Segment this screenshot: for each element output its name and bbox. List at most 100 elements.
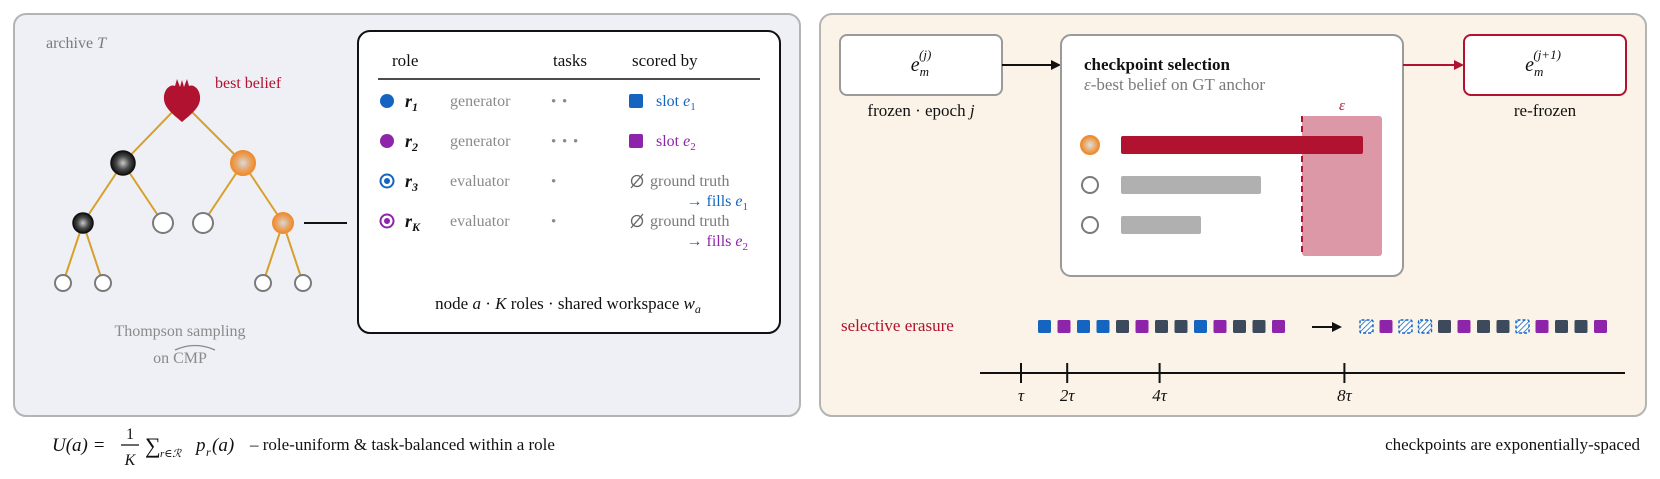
token-purple bbox=[1213, 320, 1227, 333]
svg-text:r: r bbox=[206, 445, 211, 459]
token-slate bbox=[1116, 320, 1129, 333]
slot-square-icon bbox=[629, 94, 643, 108]
token-slate bbox=[1555, 320, 1568, 333]
fills-label: → fills e2 bbox=[687, 233, 749, 253]
tree-node-unexplored bbox=[192, 212, 214, 234]
role-marker-core bbox=[384, 218, 390, 224]
empty-set-icon bbox=[630, 214, 644, 228]
role-type: generator bbox=[450, 133, 511, 150]
token-slate bbox=[1155, 320, 1168, 333]
role-marker-core bbox=[384, 178, 390, 184]
slot-square-icon bbox=[629, 134, 643, 148]
timeline-tick-label: 8τ bbox=[1337, 386, 1353, 405]
empty-set-icon bbox=[630, 174, 644, 188]
tree-node-explored bbox=[110, 150, 136, 176]
empty-set-icon-slash bbox=[630, 173, 644, 189]
checkpoint-marker bbox=[1081, 216, 1099, 234]
token-purple bbox=[1272, 320, 1285, 333]
token-slate bbox=[1252, 320, 1266, 333]
thompson-sampling-target: on CMP bbox=[153, 350, 207, 367]
role-type: evaluator bbox=[450, 213, 510, 230]
tree-leaf bbox=[54, 274, 72, 292]
svg-text:r∈ℛ: r∈ℛ bbox=[160, 448, 182, 460]
formula-caption: – role-uniform & task-balanced within a … bbox=[249, 435, 555, 454]
utility-formula: U(a) = 1 K ∑ r∈ℛ p r (a) – role-uniform … bbox=[52, 426, 555, 469]
archive-symbol: T bbox=[97, 35, 107, 52]
checkpoint-bars bbox=[1080, 135, 1363, 234]
token-blue bbox=[1038, 320, 1051, 333]
tree-leaf bbox=[254, 274, 272, 292]
tree-node-unexplored bbox=[152, 212, 174, 234]
token-purple bbox=[1135, 320, 1149, 333]
epsilon-label: ε bbox=[1339, 98, 1345, 114]
tree-node-sampled bbox=[230, 150, 256, 176]
header-tasks: tasks bbox=[553, 51, 587, 70]
refrozen-caption: re-frozen bbox=[1514, 101, 1577, 120]
svg-text:K: K bbox=[124, 452, 137, 469]
role-symbol: r1 bbox=[405, 91, 418, 114]
token-erased bbox=[1398, 319, 1413, 334]
token-purple bbox=[1594, 320, 1607, 333]
frozen-caption: frozen · epoch j bbox=[867, 101, 974, 120]
token-erased bbox=[1359, 319, 1374, 334]
token-slate bbox=[1233, 320, 1246, 333]
cmp-symbol: CMP bbox=[173, 350, 207, 367]
checkpoint-marker-selected bbox=[1080, 135, 1100, 155]
best-belief-label: best belief bbox=[215, 75, 282, 92]
task-dots: • • • bbox=[551, 134, 579, 150]
timeline-caption: checkpoints are exponentially-spaced bbox=[1385, 435, 1640, 454]
selective-erasure-label: selective erasure bbox=[841, 316, 954, 335]
checkpoint-title: checkpoint selection bbox=[1084, 55, 1230, 74]
header-role: role bbox=[392, 51, 418, 70]
frozen-encoder-symbol: em(j) bbox=[911, 47, 932, 79]
slot-label: slot e2 bbox=[656, 133, 696, 153]
archive-label: archive T bbox=[46, 35, 107, 52]
task-dots: • bbox=[551, 174, 557, 190]
svg-text:∑: ∑ bbox=[145, 433, 161, 458]
svg-text:1: 1 bbox=[126, 426, 134, 443]
token-slate bbox=[1574, 320, 1588, 333]
token-blue bbox=[1077, 320, 1090, 333]
role-marker-dot bbox=[380, 134, 394, 148]
role-marker-dot bbox=[380, 94, 394, 108]
token-purple bbox=[1057, 320, 1071, 333]
role-symbol: r3 bbox=[405, 171, 418, 194]
role-row: r2 generator • • • slot e2 bbox=[380, 131, 696, 154]
token-purple bbox=[1457, 320, 1471, 333]
svg-text:(a): (a) bbox=[212, 435, 234, 456]
table-footer: node a · K roles · shared workspace wa bbox=[435, 294, 701, 316]
tokens-after bbox=[1359, 319, 1607, 334]
token-blue bbox=[1096, 320, 1110, 333]
timeline-tick-label: τ bbox=[1018, 386, 1025, 405]
role-table-box bbox=[357, 30, 781, 334]
role-row: r1 generator • • slot e1 bbox=[380, 91, 696, 114]
tree-leaf bbox=[94, 274, 112, 292]
thompson-sampling-label: Thompson sampling bbox=[114, 323, 245, 340]
timeline-tick-label: 4τ bbox=[1152, 386, 1168, 405]
empty-set-icon-slash bbox=[630, 213, 644, 229]
tree-leaf bbox=[294, 274, 312, 292]
slot-label: slot e1 bbox=[656, 93, 696, 113]
role-type: evaluator bbox=[450, 173, 510, 190]
svg-text:p: p bbox=[194, 435, 206, 456]
refrozen-encoder-symbol: em(j+1) bbox=[1525, 47, 1561, 79]
checkpoint-subtitle: ε-best belief on GT anchor bbox=[1084, 75, 1265, 94]
role-type: generator bbox=[450, 93, 511, 110]
tree-node-explored bbox=[72, 212, 94, 234]
token-purple bbox=[1379, 320, 1393, 333]
checkpoint-marker bbox=[1081, 176, 1099, 194]
role-row: r3 evaluator • ground truth → fills e1 bbox=[379, 171, 749, 213]
ground-truth-label: ground truth bbox=[650, 213, 730, 230]
task-dots: • • bbox=[551, 94, 568, 110]
tokens-before bbox=[1038, 320, 1285, 333]
token-slate bbox=[1477, 320, 1490, 333]
role-symbol: rK bbox=[405, 211, 421, 234]
tree-node-sampled bbox=[272, 212, 294, 234]
ground-truth-label: ground truth bbox=[650, 173, 730, 190]
role-symbol: r2 bbox=[405, 131, 418, 154]
token-slate bbox=[1438, 320, 1451, 333]
fills-label: → fills e1 bbox=[687, 193, 749, 213]
token-blue bbox=[1194, 320, 1207, 333]
